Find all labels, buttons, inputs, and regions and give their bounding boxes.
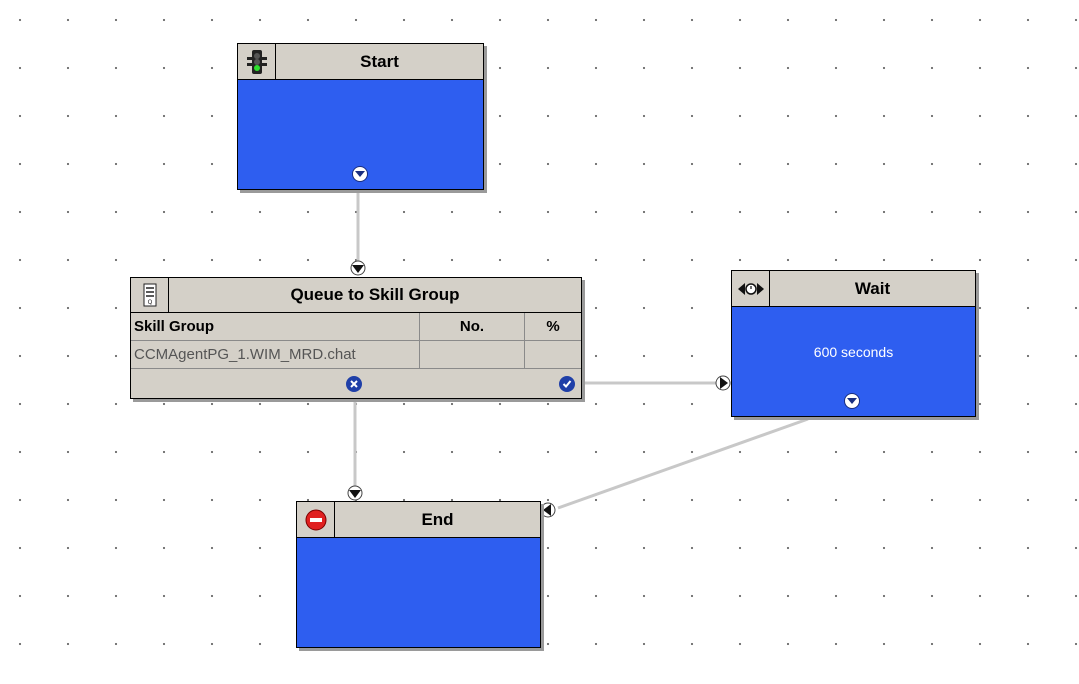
start-output-port[interactable]: [352, 166, 368, 182]
queue-to-skill-group-node[interactable]: Q Queue to Skill Group Skill Group No. %…: [130, 277, 582, 399]
failure-output-port[interactable]: [346, 376, 362, 392]
input-port-end[interactable]: [347, 485, 363, 501]
end-node[interactable]: End: [296, 501, 541, 648]
input-port-wait[interactable]: [715, 375, 731, 391]
end-node-title: End: [421, 509, 454, 529]
end-node-header[interactable]: End: [297, 502, 540, 538]
traffic-light-icon: [238, 44, 276, 79]
svg-text:Q: Q: [147, 299, 152, 306]
table-row[interactable]: CCMAgentPG_1.WIM_MRD.chat: [131, 341, 581, 369]
check-icon: [562, 380, 572, 388]
skill-group-cell[interactable]: CCMAgentPG_1.WIM_MRD.chat: [131, 341, 420, 369]
start-node-title: Start: [360, 51, 399, 71]
queue-table-header-row: Skill Group No. %: [131, 313, 581, 341]
column-header-skill-group: Skill Group: [131, 313, 420, 341]
queue-icon: Q: [131, 278, 169, 312]
wait-output-port[interactable]: [844, 393, 860, 409]
connector-wait-end: [557, 417, 809, 510]
wait-node-header[interactable]: Wait: [732, 271, 975, 307]
wait-arrows-icon: [732, 271, 770, 306]
no-cell[interactable]: [420, 341, 525, 369]
column-header-no: No.: [420, 313, 525, 341]
close-icon: [350, 380, 358, 388]
wait-node-title: Wait: [854, 278, 891, 298]
queue-node-title: Queue to Skill Group: [290, 285, 460, 304]
column-header-pct: %: [525, 313, 581, 341]
pct-cell[interactable]: [525, 341, 581, 369]
start-node[interactable]: Start: [237, 43, 484, 190]
wait-duration-label: 600 seconds: [813, 344, 894, 360]
input-port-end-right[interactable]: [540, 502, 556, 518]
start-node-header[interactable]: Start: [238, 44, 483, 80]
queue-node-header[interactable]: Q Queue to Skill Group: [131, 278, 581, 313]
input-port-queue[interactable]: [350, 260, 366, 276]
stop-sign-icon: [297, 502, 335, 537]
wait-node[interactable]: Wait 600 seconds: [731, 270, 976, 417]
chevron-down-icon: [355, 171, 365, 177]
success-output-port[interactable]: [559, 376, 575, 392]
chevron-down-icon: [847, 398, 857, 404]
